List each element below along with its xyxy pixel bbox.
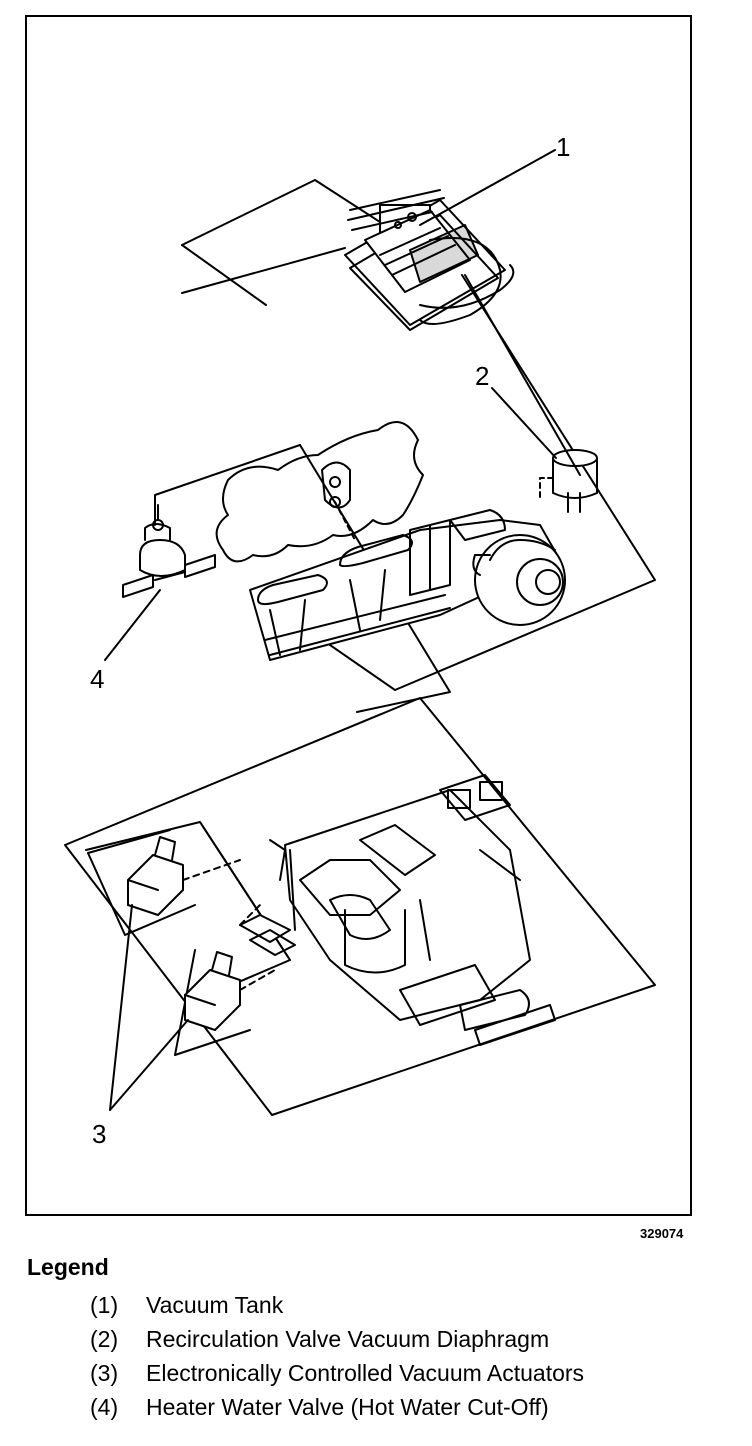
recirculation-valve-vacuum-diaphragm bbox=[539, 449, 598, 513]
legend-label: Recirculation Valve Vacuum Diaphragm bbox=[146, 1326, 550, 1352]
figure-id: 329074 bbox=[640, 1226, 684, 1241]
hvac-module bbox=[269, 774, 556, 1046]
vacuum-actuator-upper bbox=[127, 836, 241, 916]
connector-tube bbox=[321, 461, 356, 541]
callout-3: 3 bbox=[92, 1119, 106, 1149]
actuator-bracket bbox=[239, 904, 296, 956]
legend-item: (3) Electronically Controlled Vacuum Actu… bbox=[90, 1356, 584, 1390]
legend-number: (3) bbox=[90, 1360, 119, 1386]
legend-item: (1) Vacuum Tank bbox=[90, 1288, 584, 1322]
legend-item: (4) Heater Water Valve (Hot Water Cut-Off… bbox=[90, 1390, 584, 1424]
vacuum-tank bbox=[344, 189, 515, 331]
gasket bbox=[215, 421, 424, 563]
callout-4: 4 bbox=[90, 664, 104, 694]
blower-motor bbox=[472, 534, 566, 626]
legend-number: (2) bbox=[90, 1326, 119, 1352]
legend-list: (1) Vacuum Tank (2) Recirculation Valve Va… bbox=[90, 1288, 584, 1424]
heater-water-valve bbox=[122, 504, 216, 598]
legend-label: Vacuum Tank bbox=[146, 1292, 284, 1318]
callout-leaders bbox=[104, 149, 581, 1111]
exploded-diagram: 1 2 3 4 bbox=[64, 132, 656, 1149]
legend-title: Legend bbox=[27, 1254, 109, 1280]
legend-number: (4) bbox=[90, 1394, 119, 1420]
vacuum-actuator-lower bbox=[184, 951, 276, 1031]
legend-label: Electronically Controlled Vacuum Actuato… bbox=[146, 1360, 585, 1386]
callout-2: 2 bbox=[475, 361, 489, 391]
legend-label: Heater Water Valve (Hot Water Cut-Off) bbox=[146, 1394, 549, 1420]
callout-1: 1 bbox=[556, 132, 570, 162]
legend-number: (1) bbox=[90, 1292, 119, 1318]
legend-item: (2) Recirculation Valve Vacuum Diaphragm bbox=[90, 1322, 584, 1356]
figure-frame bbox=[25, 15, 692, 1216]
